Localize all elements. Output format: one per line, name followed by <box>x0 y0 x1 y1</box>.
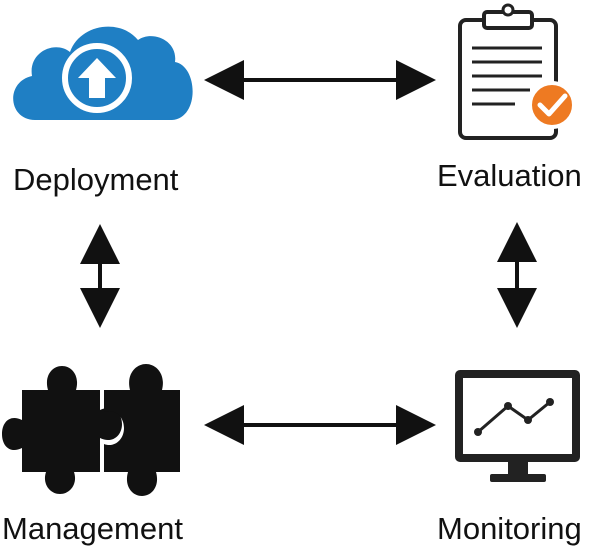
management-label: Management <box>2 511 183 546</box>
evaluation-label: Evaluation <box>437 158 582 193</box>
monitoring-label: Monitoring <box>437 511 582 546</box>
deployment-label: Deployment <box>13 162 179 197</box>
